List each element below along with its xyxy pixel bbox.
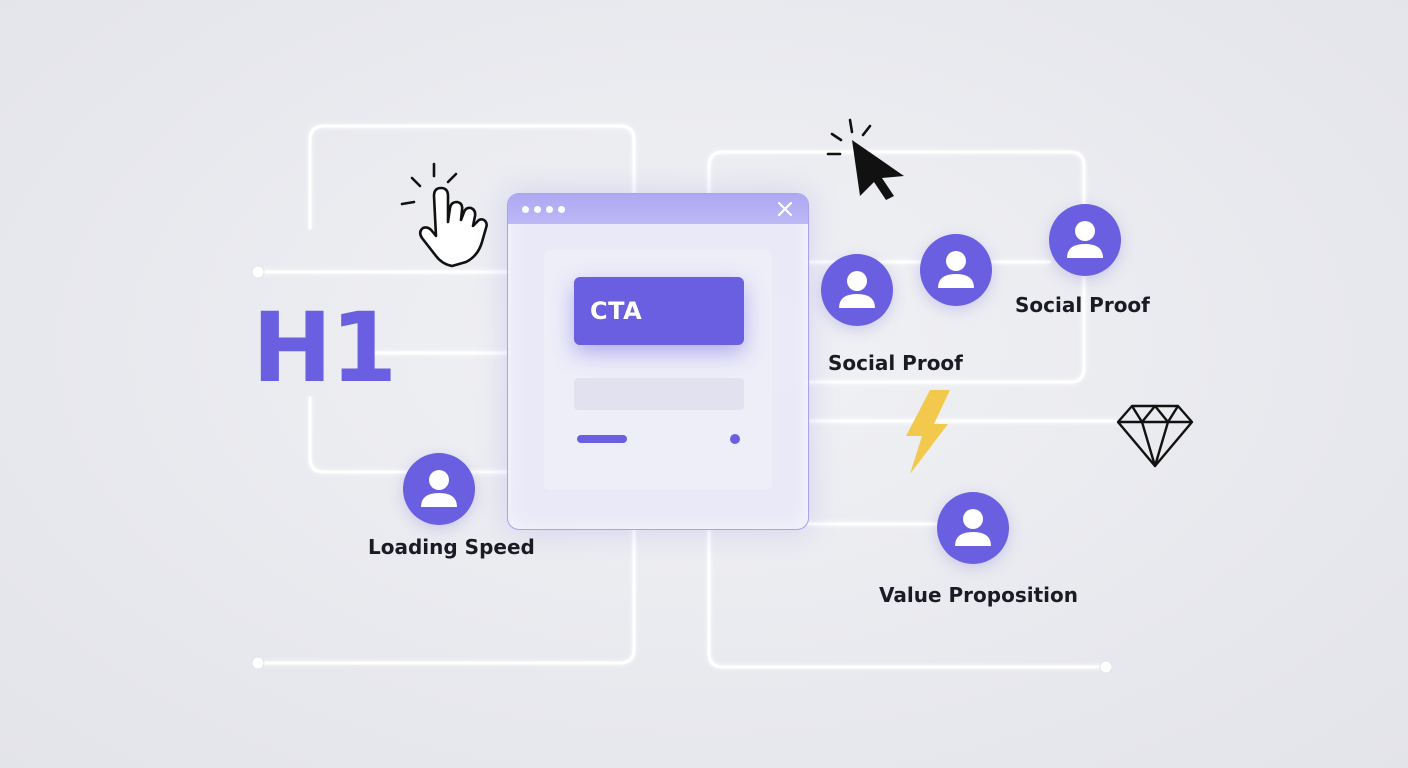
content-placeholder: [574, 378, 744, 410]
connector-right-top: [707, 150, 1086, 384]
avatar-value-proposition: [937, 492, 1009, 564]
window-dot: [522, 206, 529, 213]
user-icon: [1067, 221, 1103, 258]
lightning-bolt-icon: [906, 390, 950, 474]
connector-dot-bottom-left: [251, 656, 265, 670]
cta-button[interactable]: CTA: [574, 277, 744, 345]
browser-window: CTA: [507, 193, 809, 530]
window-content: CTA: [544, 250, 772, 490]
connector-left-top: [308, 124, 636, 230]
diamond-icon: [1116, 404, 1194, 468]
content-bar: [577, 435, 627, 443]
window-dot: [558, 206, 565, 213]
window-dot: [534, 206, 541, 213]
label-social-proof-center: Social Proof: [828, 351, 963, 375]
label-value-proposition: Value Proposition: [879, 583, 1078, 607]
content-dot: [730, 434, 740, 444]
arrow-cursor-icon: [826, 118, 904, 200]
connector-bottom-right: [707, 526, 1108, 669]
connector-left-lower: [308, 396, 510, 474]
window-dot: [546, 206, 553, 213]
label-loading-speed: Loading Speed: [368, 535, 535, 559]
user-icon: [955, 509, 991, 546]
connector-bottom-left: [256, 526, 636, 665]
avatar-social-proof-2: [920, 234, 992, 306]
user-icon: [839, 271, 875, 308]
hand-pointer-icon: [400, 162, 488, 268]
connector-dot-left-top: [251, 265, 265, 279]
avatar-social-proof-1: [821, 254, 893, 326]
h1-heading: H1: [252, 292, 397, 404]
user-icon: [938, 251, 974, 288]
avatar-loading-speed: [403, 453, 475, 525]
close-icon[interactable]: [776, 200, 794, 218]
label-social-proof-right: Social Proof: [1015, 293, 1150, 317]
avatar-social-proof-3: [1049, 204, 1121, 276]
user-icon: [421, 470, 457, 507]
window-titlebar: [508, 194, 808, 224]
connector-dot-bottom-right: [1099, 660, 1113, 674]
